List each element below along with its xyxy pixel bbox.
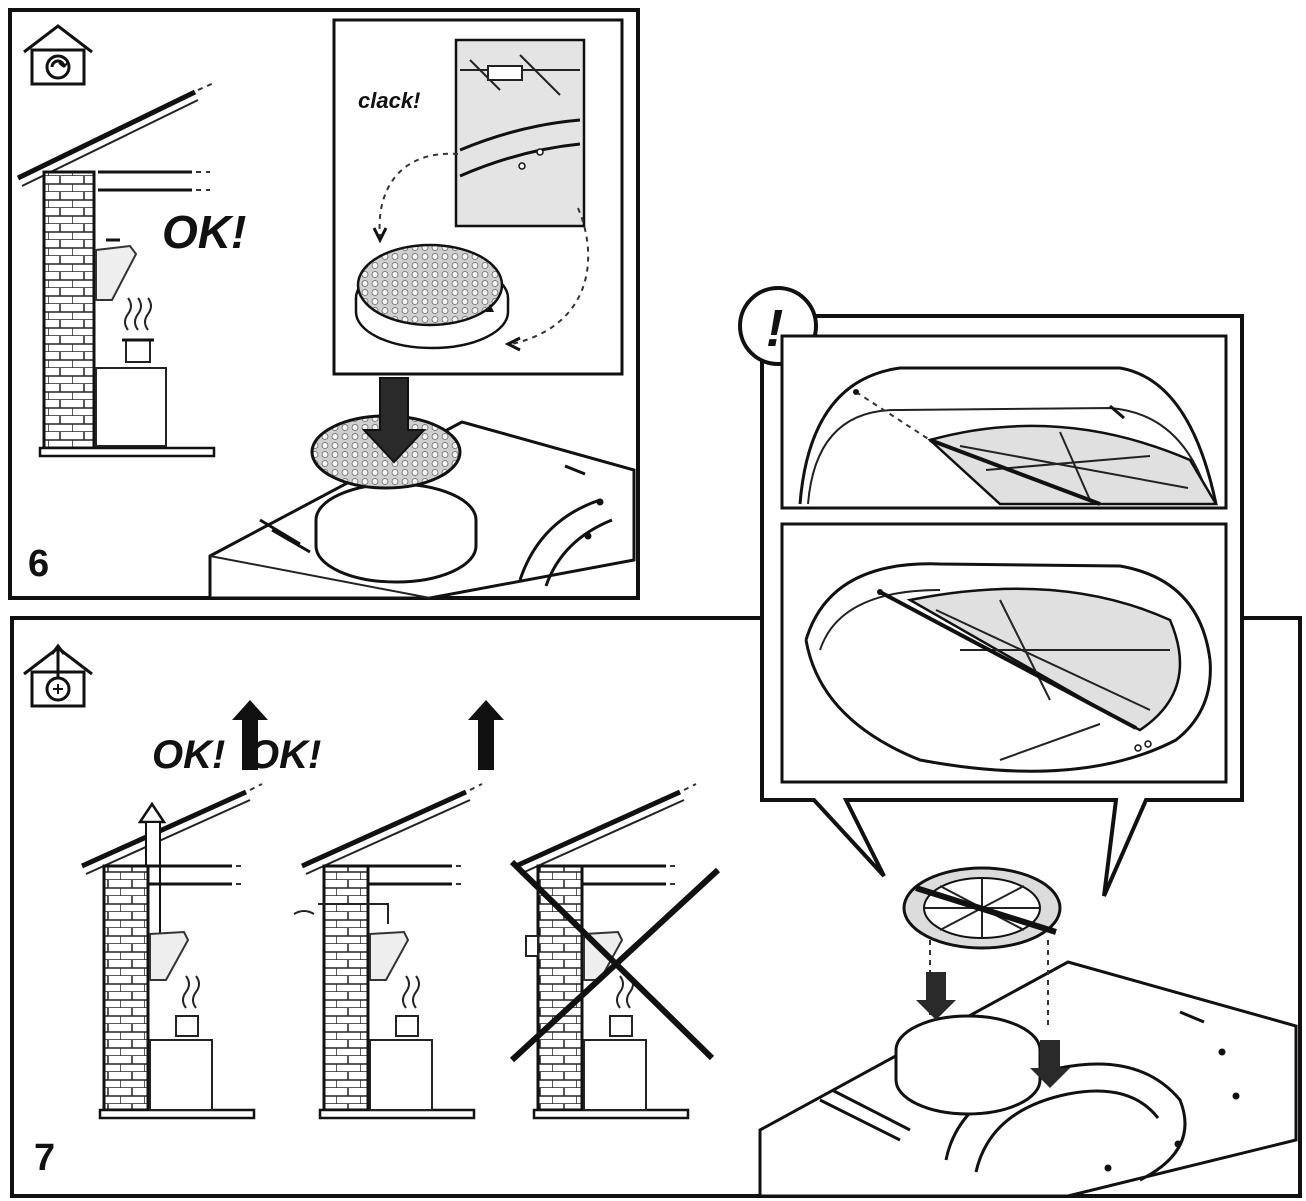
up-arrow-1: [232, 700, 268, 770]
step-number-7: 7: [34, 1137, 55, 1179]
ok-label-7b: OK!: [248, 733, 321, 777]
step7-panel: OK! OK!: [10, 616, 1302, 1198]
cross-mark: [509, 859, 721, 1063]
house-structure-6: [16, 81, 217, 458]
up-arrow-2: [468, 700, 504, 770]
damper-detail-top: [780, 334, 1228, 510]
house-structure-7c-crossed: [509, 783, 721, 1120]
ok-label-7a: OK!: [152, 733, 225, 777]
step-number-6: 6: [28, 543, 49, 585]
house-structure-7a: [80, 783, 263, 1120]
house-structure-7b: [293, 783, 483, 1120]
clack-detail-inset: clack!: [332, 18, 624, 376]
hood-top-7: [758, 866, 1298, 1198]
hood-top-6: [208, 377, 636, 600]
ducted-extraction-house-icon: [23, 643, 93, 708]
ok-label-6: OK!: [162, 206, 246, 258]
recirculation-house-icon: [23, 24, 93, 86]
clack-label: clack!: [358, 88, 420, 113]
warning-symbol: !: [766, 300, 783, 358]
warning-callout: !: [738, 286, 1244, 897]
damper-detail-bottom: [780, 522, 1228, 784]
step6-panel: OK! clack!: [8, 8, 640, 600]
